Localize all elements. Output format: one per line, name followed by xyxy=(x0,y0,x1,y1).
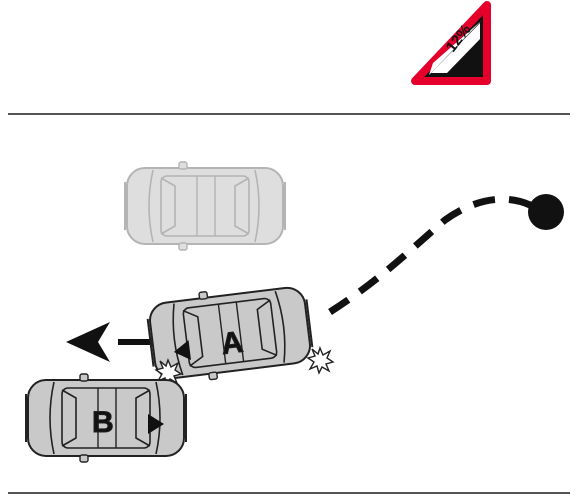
left-arrow-icon xyxy=(66,322,110,362)
car-b: B xyxy=(26,374,186,462)
collision-burst-rear xyxy=(308,348,333,373)
trajectory-origin-dot xyxy=(528,194,564,230)
car-a-label: A xyxy=(219,326,245,361)
car-b-label: B xyxy=(92,406,114,439)
parked-car xyxy=(125,162,285,250)
steep-descent-warning-sign-icon: 12% xyxy=(415,5,487,81)
trajectory-dashed-line xyxy=(330,199,530,312)
